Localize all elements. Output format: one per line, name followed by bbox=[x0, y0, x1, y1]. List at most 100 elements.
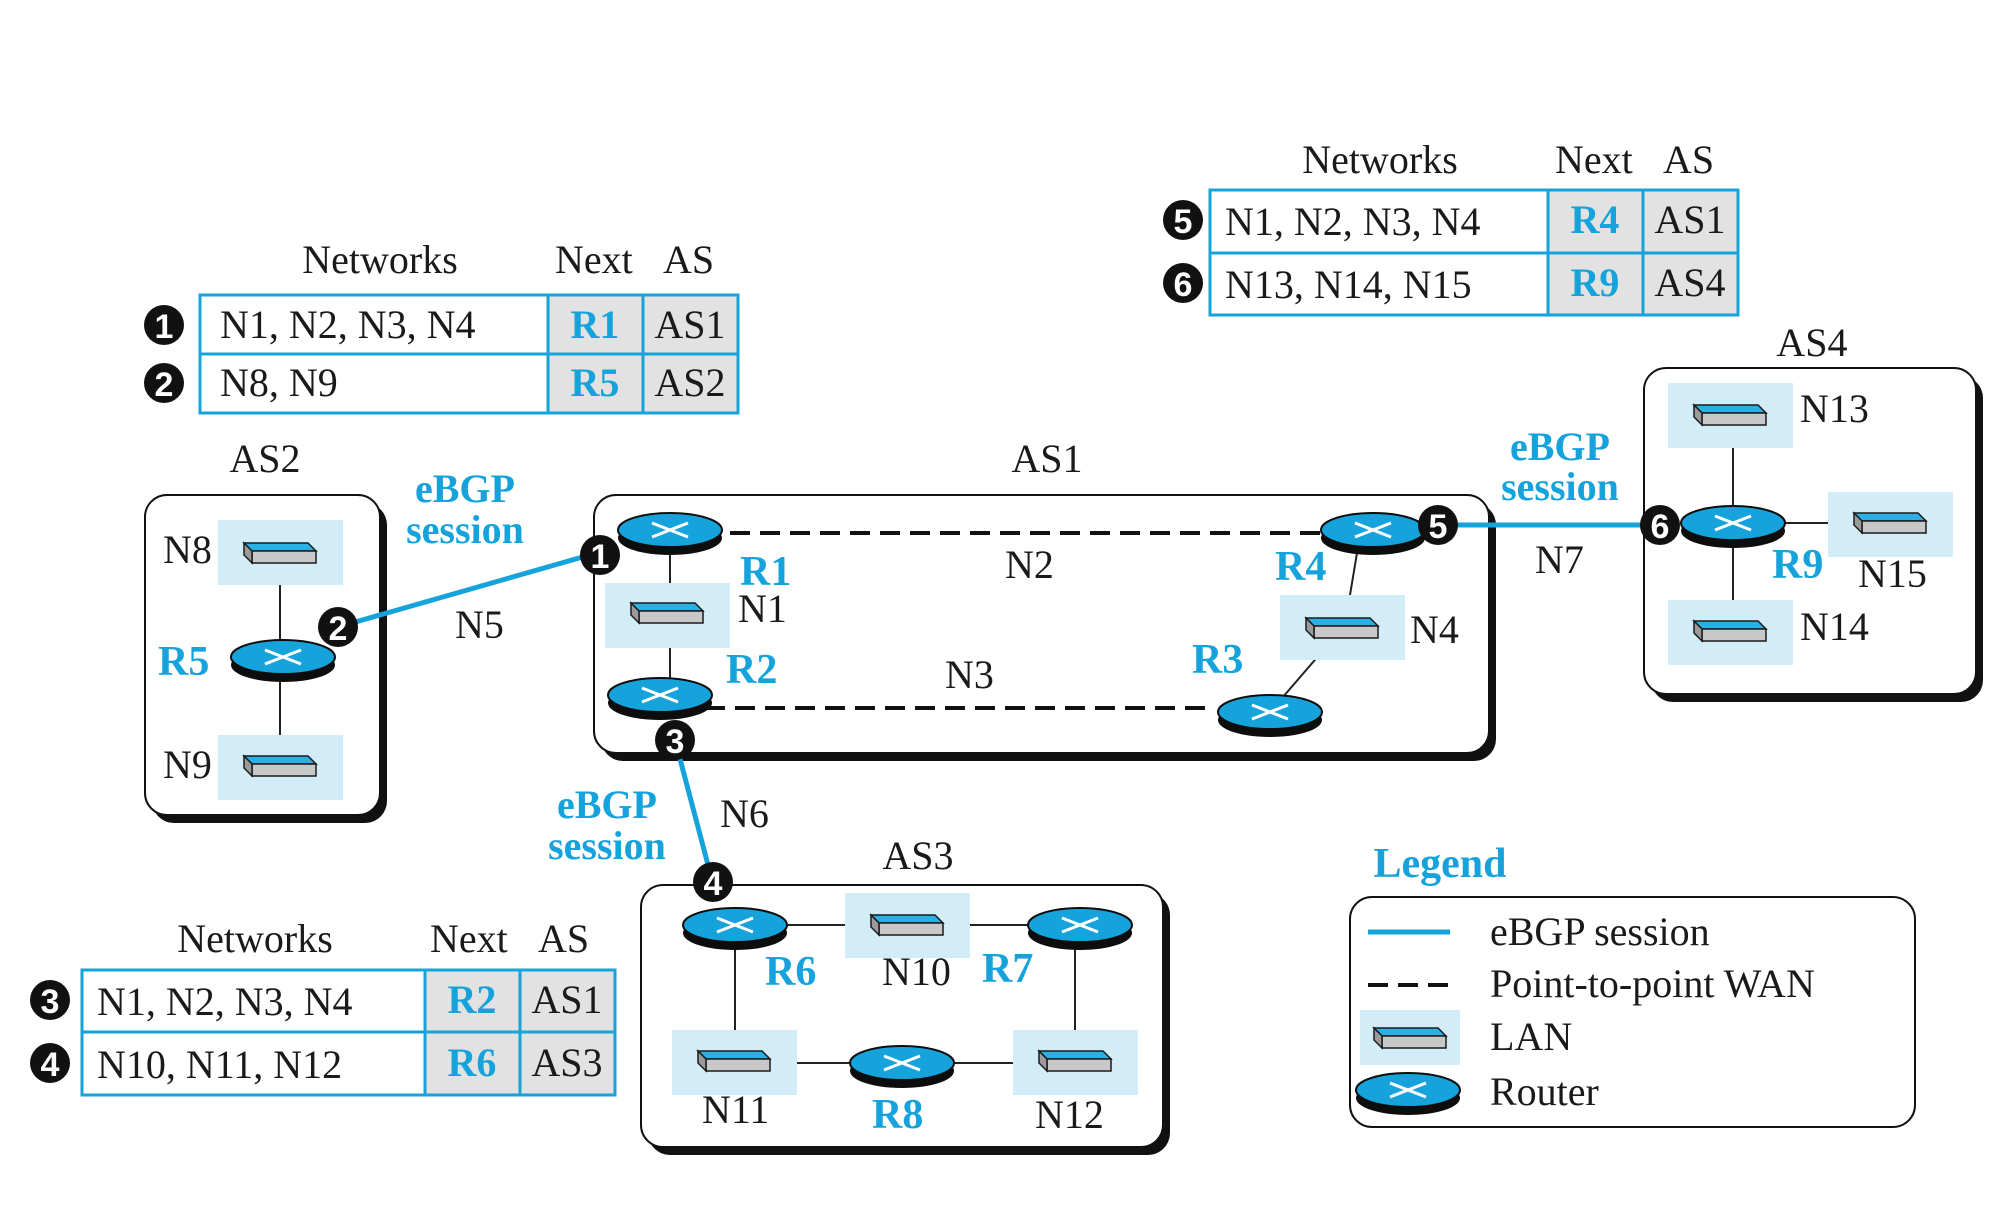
row-networks: N1, N2, N3, N4 bbox=[220, 302, 476, 347]
network-label-n12: N12 bbox=[1035, 1092, 1104, 1137]
lan-n15 bbox=[1853, 512, 1927, 534]
row-next-hop: R2 bbox=[448, 977, 497, 1022]
router-r5 bbox=[229, 638, 337, 684]
table-header-next: Next bbox=[555, 237, 633, 282]
svg-text:session: session bbox=[548, 823, 666, 868]
routing-table-r4-r9: Networks Next AS 5 N1, N2, N3, N4 R4 AS1… bbox=[1163, 137, 1740, 317]
router-r4 bbox=[1319, 511, 1427, 557]
table-row: 6 N13, N14, N15 R9 AS4 bbox=[1163, 260, 1726, 307]
legend-ebgp-label: eBGP session bbox=[1490, 909, 1710, 954]
router-r8 bbox=[848, 1044, 956, 1090]
table-header-as: AS bbox=[538, 916, 589, 961]
marker-1: 1 bbox=[591, 538, 610, 576]
router-r6 bbox=[681, 906, 789, 952]
router-label-r6: R6 bbox=[765, 949, 816, 995]
svg-text:session: session bbox=[406, 507, 524, 552]
network-label-n6: N6 bbox=[720, 791, 769, 836]
lan-n4 bbox=[1305, 617, 1379, 639]
marker-5: 5 bbox=[1429, 508, 1448, 546]
ebgp-link-as1-as3 bbox=[672, 739, 715, 881]
row-marker: 6 bbox=[1174, 266, 1193, 304]
router-label-r5: R5 bbox=[158, 639, 209, 685]
table-header-networks: Networks bbox=[302, 237, 458, 282]
lan-n1 bbox=[630, 602, 704, 624]
row-next-hop: R6 bbox=[448, 1040, 497, 1085]
network-label-n2: N2 bbox=[1005, 542, 1054, 587]
row-marker: 2 bbox=[155, 366, 174, 404]
marker-4: 4 bbox=[704, 865, 723, 903]
ebgp-link-as2-as1 bbox=[337, 549, 601, 630]
router-label-r4: R4 bbox=[1275, 544, 1326, 590]
router-r3 bbox=[1216, 693, 1324, 739]
as2-label: AS2 bbox=[229, 436, 300, 481]
router-label-r3: R3 bbox=[1192, 637, 1243, 683]
network-label-n5: N5 bbox=[455, 602, 504, 647]
session-label-as1-as3: eBGP session bbox=[548, 782, 666, 868]
row-marker: 4 bbox=[41, 1046, 60, 1084]
lan-n11 bbox=[697, 1050, 771, 1072]
row-networks: N10, N11, N12 bbox=[97, 1042, 342, 1087]
lans bbox=[218, 383, 1953, 1095]
lan-n13 bbox=[1693, 404, 1767, 426]
row-as: AS1 bbox=[531, 977, 602, 1022]
row-marker: 5 bbox=[1174, 203, 1193, 241]
routing-table-r1-r5: Networks Next AS 1 N1, N2, N3, N4 R1 AS1… bbox=[144, 237, 740, 415]
row-as: AS1 bbox=[1654, 197, 1725, 242]
legend-lan-label: LAN bbox=[1490, 1014, 1572, 1059]
marker-6: 6 bbox=[1651, 508, 1670, 546]
network-label-n13: N13 bbox=[1800, 386, 1869, 431]
router-label-r9: R9 bbox=[1772, 542, 1823, 588]
router-label-r1: R1 bbox=[740, 549, 791, 595]
svg-text:eBGP: eBGP bbox=[1510, 424, 1610, 469]
legend-wan-label: Point-to-point WAN bbox=[1490, 961, 1815, 1006]
router-label-r8: R8 bbox=[872, 1092, 923, 1138]
table-header-as: AS bbox=[1663, 137, 1714, 182]
lan-n14 bbox=[1693, 620, 1767, 642]
table-row: 3 N1, N2, N3, N4 R2 AS1 bbox=[30, 977, 603, 1024]
table-row: 4 N10, N11, N12 R6 AS3 bbox=[30, 1040, 603, 1087]
row-as: AS4 bbox=[1654, 260, 1725, 305]
legend: Legend eBGP session Point-to-point WAN L… bbox=[1349, 841, 1916, 1128]
svg-text:eBGP: eBGP bbox=[557, 782, 657, 827]
table-header-networks: Networks bbox=[177, 916, 333, 961]
row-as: AS1 bbox=[654, 302, 725, 347]
row-networks: N13, N14, N15 bbox=[1225, 262, 1472, 307]
router-r1 bbox=[616, 511, 724, 557]
table-header-as: AS bbox=[663, 237, 714, 282]
row-next-hop: R9 bbox=[1571, 260, 1620, 305]
legend-title: Legend bbox=[1373, 841, 1506, 887]
lan-n12 bbox=[1038, 1050, 1112, 1072]
row-marker: 3 bbox=[41, 983, 60, 1021]
row-networks: N1, N2, N3, N4 bbox=[1225, 199, 1481, 244]
session-label-as2-as1: eBGP session bbox=[406, 466, 524, 552]
router-label-r7: R7 bbox=[982, 946, 1033, 992]
legend-lan-swatch bbox=[1373, 1027, 1447, 1049]
network-label-n10: N10 bbox=[882, 949, 951, 994]
network-label-n4: N4 bbox=[1410, 607, 1459, 652]
svg-text:session: session bbox=[1501, 464, 1619, 509]
network-label-n7: N7 bbox=[1535, 537, 1584, 582]
table-row: 1 N1, N2, N3, N4 R1 AS1 bbox=[144, 302, 726, 347]
network-label-n8: N8 bbox=[163, 527, 212, 572]
row-as: AS3 bbox=[531, 1040, 602, 1085]
lan-n9 bbox=[243, 755, 317, 777]
row-next-hop: R5 bbox=[571, 360, 620, 405]
router-r7 bbox=[1026, 906, 1134, 952]
lan-n10 bbox=[870, 914, 944, 936]
table-header-next: Next bbox=[430, 916, 508, 961]
row-networks: N8, N9 bbox=[220, 360, 338, 405]
session-label-as1-as4: eBGP session bbox=[1501, 424, 1619, 509]
network-label-n3: N3 bbox=[945, 652, 994, 697]
table-header-networks: Networks bbox=[1302, 137, 1458, 182]
router-r9 bbox=[1679, 504, 1787, 550]
as4-label: AS4 bbox=[1776, 320, 1847, 365]
legend-router-swatch bbox=[1354, 1071, 1462, 1117]
legend-router-label: Router bbox=[1490, 1069, 1599, 1114]
lan-n8 bbox=[243, 542, 317, 564]
marker-2: 2 bbox=[329, 610, 348, 648]
table-row: 5 N1, N2, N3, N4 R4 AS1 bbox=[1163, 197, 1726, 244]
network-label-n1: N1 bbox=[738, 586, 787, 631]
router-label-r2: R2 bbox=[726, 647, 777, 693]
